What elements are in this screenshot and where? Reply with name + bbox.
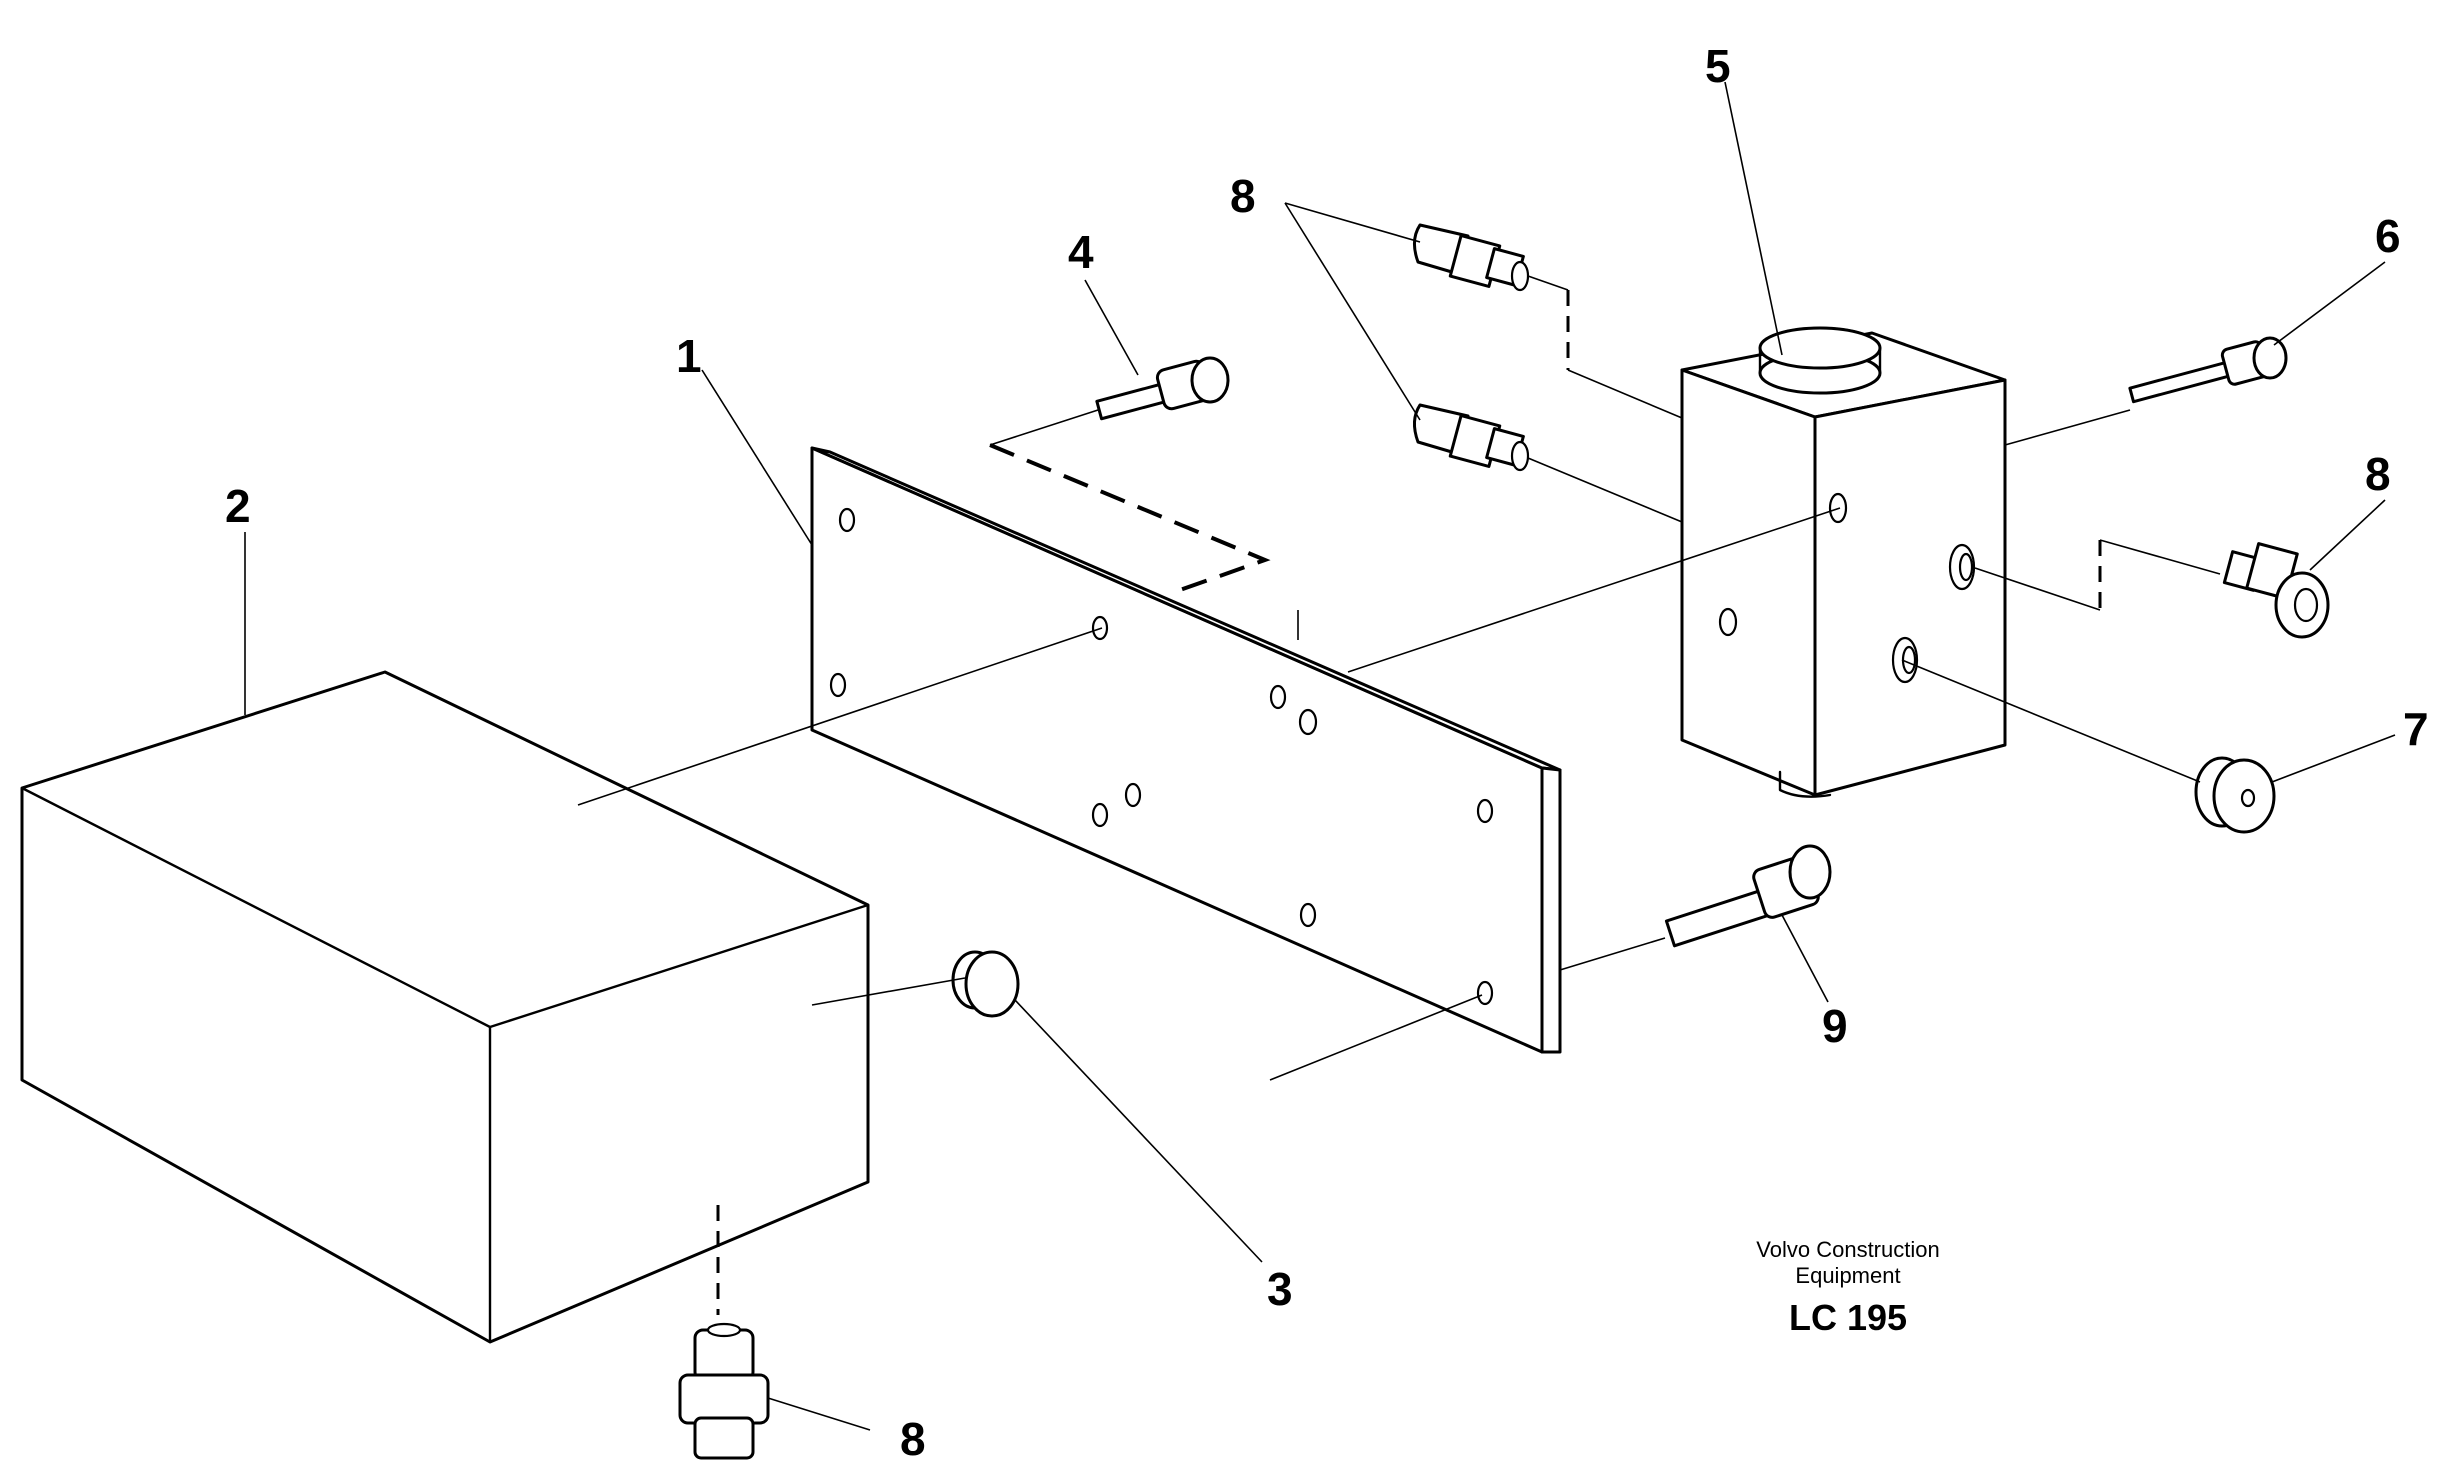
callout-3: 3 xyxy=(1267,1263,1293,1315)
assembly-lines xyxy=(577,275,2221,1315)
callout-2: 2 xyxy=(225,480,251,532)
part-3-plug xyxy=(951,950,1020,1018)
credit-block: Volvo Construction Equipment LC 195 xyxy=(1756,1237,1939,1338)
credit-line-1: Volvo Construction xyxy=(1756,1237,1939,1262)
callout-numbers: 1 2 3 4 5 6 7 8 8 8 9 xyxy=(225,40,2429,1464)
part-1-mounting-plate xyxy=(810,446,1562,1054)
callout-8-upper: 8 xyxy=(1230,170,1256,222)
part-7-plug xyxy=(2194,756,2276,834)
callout-1: 1 xyxy=(676,330,702,382)
diagram-code: LC 195 xyxy=(1789,1297,1907,1338)
callout-7: 7 xyxy=(2403,703,2429,755)
part-6-screw xyxy=(2128,336,2288,404)
part-2-housing-block xyxy=(20,670,870,1344)
callout-4: 4 xyxy=(1068,226,1094,278)
callout-5: 5 xyxy=(1705,40,1731,92)
callout-8-bottom: 8 xyxy=(900,1413,926,1464)
part-4-screw xyxy=(1095,356,1230,421)
leader-lines xyxy=(244,81,2396,1431)
part-8-fitting-bottom xyxy=(678,1322,770,1460)
callout-6: 6 xyxy=(2375,210,2401,262)
part-8-fitting-upper xyxy=(1413,223,1530,292)
part-8-fitting-middle xyxy=(1413,403,1530,472)
part-8-fitting-right xyxy=(2222,542,2330,639)
callout-8-right: 8 xyxy=(2365,448,2391,500)
part-9-screw xyxy=(1664,844,1832,948)
callout-9: 9 xyxy=(1822,1000,1848,1052)
credit-line-2: Equipment xyxy=(1795,1263,1900,1288)
part-5-valve-block xyxy=(1680,326,2007,798)
